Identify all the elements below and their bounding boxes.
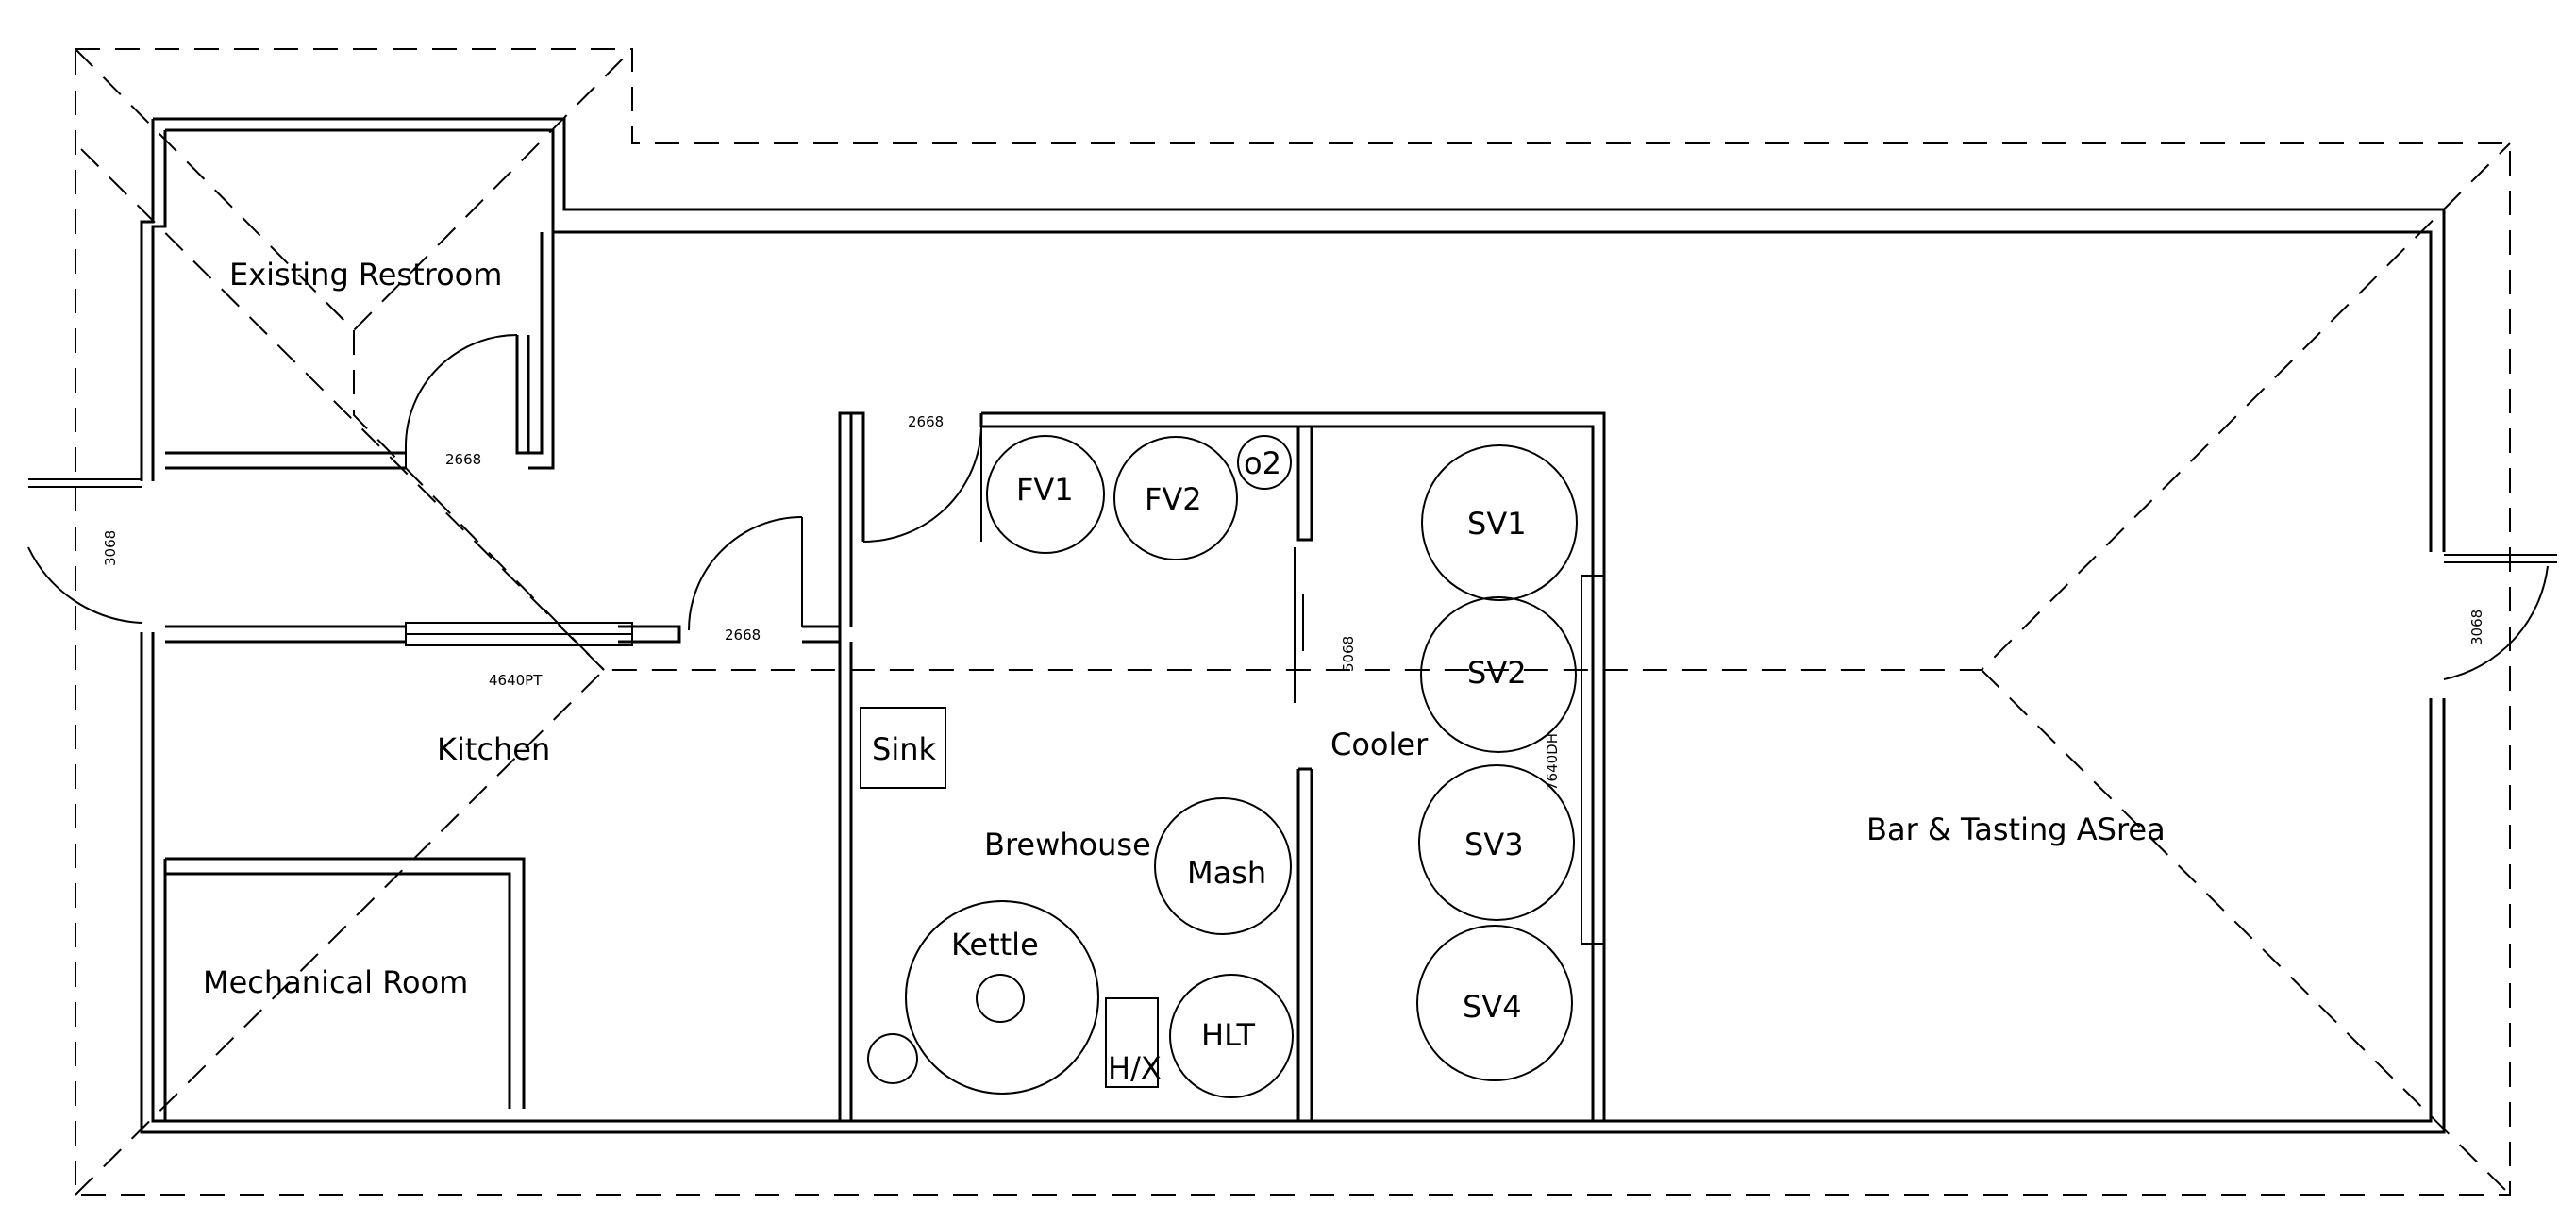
brewhouse-door[interactable]: [862, 426, 982, 543]
sv4-tank: [1416, 925, 1573, 1081]
label-fv1: FV1: [1016, 472, 1074, 508]
room-label-bar: Bar & Tasting ASrea: [1866, 811, 2166, 847]
exterior-walls: [140, 117, 2446, 1134]
kitchen-door[interactable]: [688, 516, 803, 631]
label-sv2: SV2: [1467, 655, 1527, 691]
label-o2: o2: [1244, 445, 1281, 481]
room-label-brewhouse: Brewhouse: [984, 827, 1151, 862]
label-fv2: FV2: [1145, 481, 1202, 517]
sink: [860, 707, 946, 789]
roof-outline: [75, 48, 2511, 1196]
kettle: [905, 900, 1099, 1095]
tag-brewhouse-door: 2668: [908, 413, 944, 430]
tag-right-exit: 3068: [2468, 610, 2485, 645]
sv1-tank: [1421, 444, 1578, 601]
left-exit-door[interactable]: [27, 478, 142, 624]
label-sv1: SV1: [1467, 506, 1527, 542]
tag-left-exit: 3068: [102, 530, 119, 566]
tag-kitchen-door: 2668: [725, 627, 761, 644]
heat-exchanger: [1105, 997, 1159, 1088]
tag-restroom-door: 2668: [445, 451, 481, 468]
restroom-walls: [165, 232, 555, 470]
label-hx: H/X: [1108, 1050, 1162, 1086]
tag-kitchen-window: 4640PT: [489, 672, 543, 689]
mash-tun: [1154, 797, 1292, 935]
tag-cooler-window: 7640DH: [1544, 733, 1561, 791]
label-sv3: SV3: [1464, 827, 1524, 862]
sv3-tank: [1418, 764, 1575, 921]
room-label-kitchen: Kitchen: [437, 731, 550, 767]
tag-cooler-door: 5068: [1340, 636, 1357, 672]
label-kettle: Kettle: [951, 927, 1039, 962]
kettle-drain: [976, 974, 1025, 1023]
right-exit-door[interactable]: [2443, 554, 2557, 680]
fv1-tank: [986, 435, 1105, 554]
sv2-tank: [1420, 596, 1577, 753]
label-sink: Sink: [872, 731, 936, 767]
label-mash: Mash: [1187, 855, 1266, 891]
fv2-tank: [1113, 436, 1238, 560]
restroom-door[interactable]: [405, 334, 518, 468]
room-label-restroom: Existing Restroom: [229, 257, 502, 293]
room-label-mechanical: Mechanical Room: [203, 964, 468, 1000]
kitchen-walls: [163, 622, 842, 1121]
o2-tank: [1237, 435, 1292, 490]
cooler-window: [1581, 575, 1605, 945]
cooler-door[interactable]: [1294, 547, 1304, 703]
hlt-tank: [1169, 974, 1294, 1098]
label-sv4: SV4: [1463, 989, 1522, 1025]
small-tank: [867, 1033, 918, 1084]
room-label-cooler: Cooler: [1330, 727, 1429, 762]
label-hlt: HLT: [1201, 1017, 1255, 1053]
